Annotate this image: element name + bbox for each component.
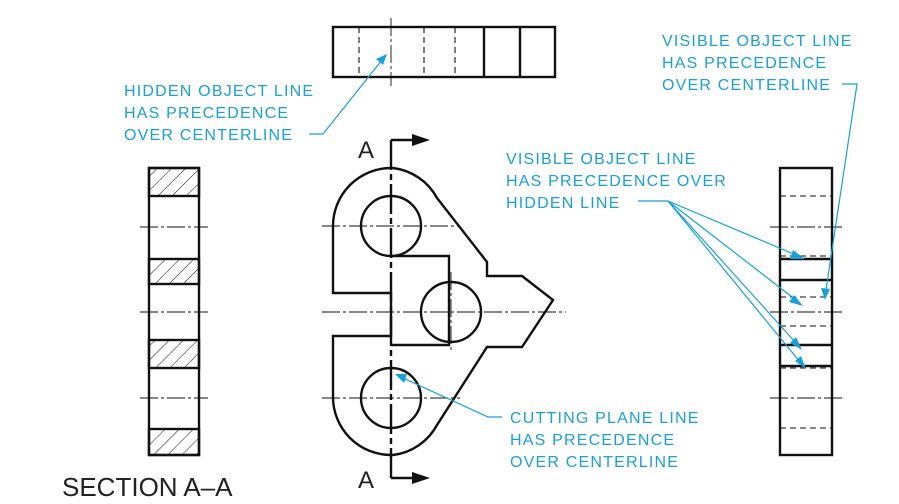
right-side-view [770, 166, 842, 457]
note-line: HIDDEN LINE [506, 195, 621, 212]
note-line: VISIBLE OBJECT LINE [506, 151, 697, 168]
note-line: HAS PRECEDENCE [662, 55, 827, 72]
note-line: HIDDEN OBJECT LINE [124, 83, 314, 100]
leader-arrowhead [795, 356, 806, 369]
leader-arrowhead [790, 337, 802, 350]
right-view-outline [778, 166, 834, 457]
note-line: OVER CENTERLINE [510, 454, 679, 471]
note-line: OVER CENTERLINE [124, 127, 293, 144]
note-hidden-over-center: HIDDEN OBJECT LINE HAS PRECEDENCE OVER C… [124, 54, 387, 144]
leader-arrowhead [395, 374, 407, 383]
cutting-plane-arrowhead [412, 472, 430, 484]
section-title: SECTION A–A [62, 472, 233, 502]
section-hatch-region [147, 257, 201, 286]
note-line: VISIBLE OBJECT LINE [662, 33, 853, 50]
cutting-plane-arrowhead [412, 134, 430, 146]
leader-line [667, 200, 801, 363]
top-view [331, 18, 557, 86]
leader-line [402, 377, 502, 418]
note-line: CUTTING PLANE LINE [510, 410, 700, 427]
leader-arrowhead [789, 295, 803, 306]
cutting-plane-label-bottom: A [358, 467, 374, 494]
note-line: OVER CENTERLINE [662, 77, 831, 94]
leader-line [309, 59, 383, 135]
leader-line [667, 200, 797, 344]
section-hatch-region [147, 427, 201, 457]
leader-line [825, 83, 858, 291]
note-line: HAS PRECEDENCE OVER [506, 173, 727, 190]
section-hatch-region [147, 166, 201, 198]
leader-arrowhead [790, 250, 805, 259]
note-line: HAS PRECEDENCE [510, 432, 675, 449]
front-view [322, 134, 566, 484]
section-view [140, 166, 208, 457]
cutting-plane-label-top: A [358, 137, 374, 164]
note-line: HAS PRECEDENCE [124, 105, 289, 122]
front-view-step-edge [391, 254, 451, 347]
note-visible-over-center: VISIBLE OBJECT LINE HAS PRECEDENCE OVER … [662, 33, 858, 300]
leader-line [667, 200, 797, 256]
note-visible-over-hidden: VISIBLE OBJECT LINE HAS PRECEDENCE OVER … [506, 151, 806, 369]
section-hatch-region [147, 338, 201, 370]
leader-line [667, 200, 797, 301]
leader-arrowhead [821, 288, 830, 300]
leader-arrowhead [376, 54, 387, 65]
section-outline [147, 166, 201, 457]
top-view-outline [331, 25, 557, 79]
front-view-outline [331, 166, 555, 457]
note-cutting-over-center: CUTTING PLANE LINE HAS PRECEDENCE OVER C… [395, 374, 700, 471]
